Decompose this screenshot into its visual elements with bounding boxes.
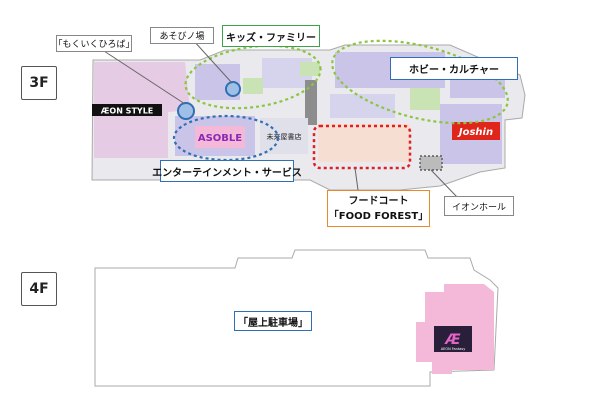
label-food-court-line2: 「FOOD FOREST」 xyxy=(328,210,429,222)
floor-4f-label: 4F xyxy=(29,281,49,297)
label-kids-family: キッズ・ファミリー xyxy=(222,25,320,47)
leader-foodcourt xyxy=(354,167,359,191)
label-entertainment-service-text: エンターテインメント・サービス xyxy=(152,167,302,179)
label-mokuiku-hiroba-text: 「もくいくひろば」 xyxy=(53,40,135,50)
label-hobby-culture-text: ホビー・カルチャー xyxy=(409,65,499,76)
gray-block xyxy=(305,80,317,125)
mirai-bookstore-logo: 未来屋書店 xyxy=(267,132,302,141)
leader-asobi xyxy=(192,39,233,84)
floor-3f-label: 3F xyxy=(29,75,49,91)
label-hobby-culture: ホビー・カルチャー xyxy=(390,57,518,80)
kids-family-zone-outline xyxy=(184,44,322,110)
food-court-area xyxy=(318,124,410,162)
label-food-court-line1: フードコート xyxy=(348,195,409,207)
leader-aeon-hall xyxy=(430,169,459,199)
kids-area-c xyxy=(243,78,263,94)
aeon-style-logo: ÆON STYLE xyxy=(101,107,154,116)
ent-area-pink xyxy=(195,126,245,148)
leader-mokuiku xyxy=(103,50,186,105)
label-aeon-hall: イオンホール xyxy=(444,196,514,216)
asobi-no-ba-marker xyxy=(225,81,241,97)
joshin-logo: Joshin xyxy=(457,127,493,138)
label-rooftop-parking: 「屋上駐車場」 xyxy=(234,311,312,331)
kids-area-d xyxy=(300,62,320,76)
joshin-logo-box xyxy=(452,122,500,140)
hobby-culture-zone-outline xyxy=(331,39,509,125)
label-mokuiku-hiroba: 「もくいくひろば」 xyxy=(53,35,135,52)
aeon-fantasy-logo: AEON Fantasy xyxy=(441,347,466,351)
aeon-style-logo-box xyxy=(92,104,162,116)
floor-4f-badge: 4F xyxy=(21,272,57,306)
floor-3f-badge: 3F xyxy=(21,66,57,100)
asoble-logo: ASOBLE xyxy=(198,133,242,144)
food-court-zone-outline xyxy=(312,124,412,170)
label-asobi-no-ba-text: あそびノ場 xyxy=(159,32,205,42)
aeon-fantasy-logo-glyph: Æ xyxy=(443,332,460,348)
label-asobi-no-ba: あそびノ場 xyxy=(150,27,214,44)
aeon-fantasy-logo-box xyxy=(434,326,472,352)
mokuiku-hiroba-marker xyxy=(177,102,195,120)
label-kids-family-text: キッズ・ファミリー xyxy=(226,32,316,44)
hobby-area-c xyxy=(330,94,395,118)
hobby-area-d xyxy=(410,88,440,110)
aeon-hall-area xyxy=(419,155,443,171)
label-food-court: フードコート 「FOOD FOREST」 xyxy=(327,190,430,227)
label-rooftop-parking-text: 「屋上駐車場」 xyxy=(238,317,308,329)
label-entertainment-service: エンターテインメント・サービス xyxy=(152,160,302,182)
label-aeon-hall-text: イオンホール xyxy=(451,202,506,213)
